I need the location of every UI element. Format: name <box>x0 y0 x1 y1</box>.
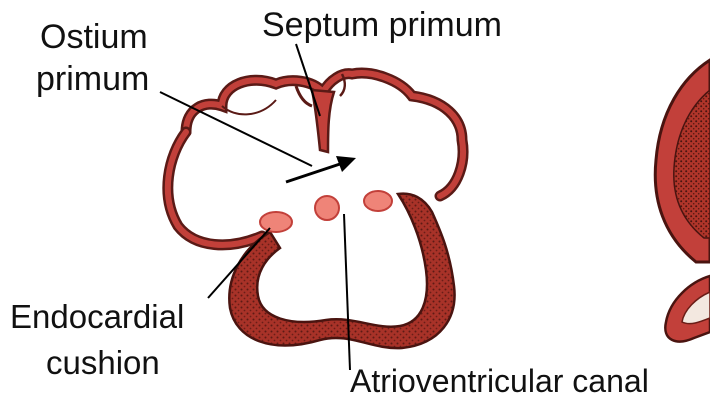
endocardial-cushion-left <box>260 212 292 232</box>
label-endocardial-line1: Endocardial <box>10 298 184 335</box>
arrow-right-up-icon <box>286 156 356 182</box>
atrial-fold-line <box>222 100 276 114</box>
label-av-canal: Atrioventricular canal <box>350 363 649 398</box>
pointer-av-canal <box>344 214 350 370</box>
endocardial-cushion-middle <box>315 196 339 220</box>
label-ostium-line2: primum <box>36 60 149 98</box>
partial-heart-right <box>655 60 710 341</box>
label-endocardial-line2: cushion <box>46 344 160 381</box>
endocardial-cushion-right <box>364 191 392 211</box>
label-ostium-line1: Ostium <box>40 18 148 56</box>
label-septum-primum: Septum primum <box>262 6 502 44</box>
